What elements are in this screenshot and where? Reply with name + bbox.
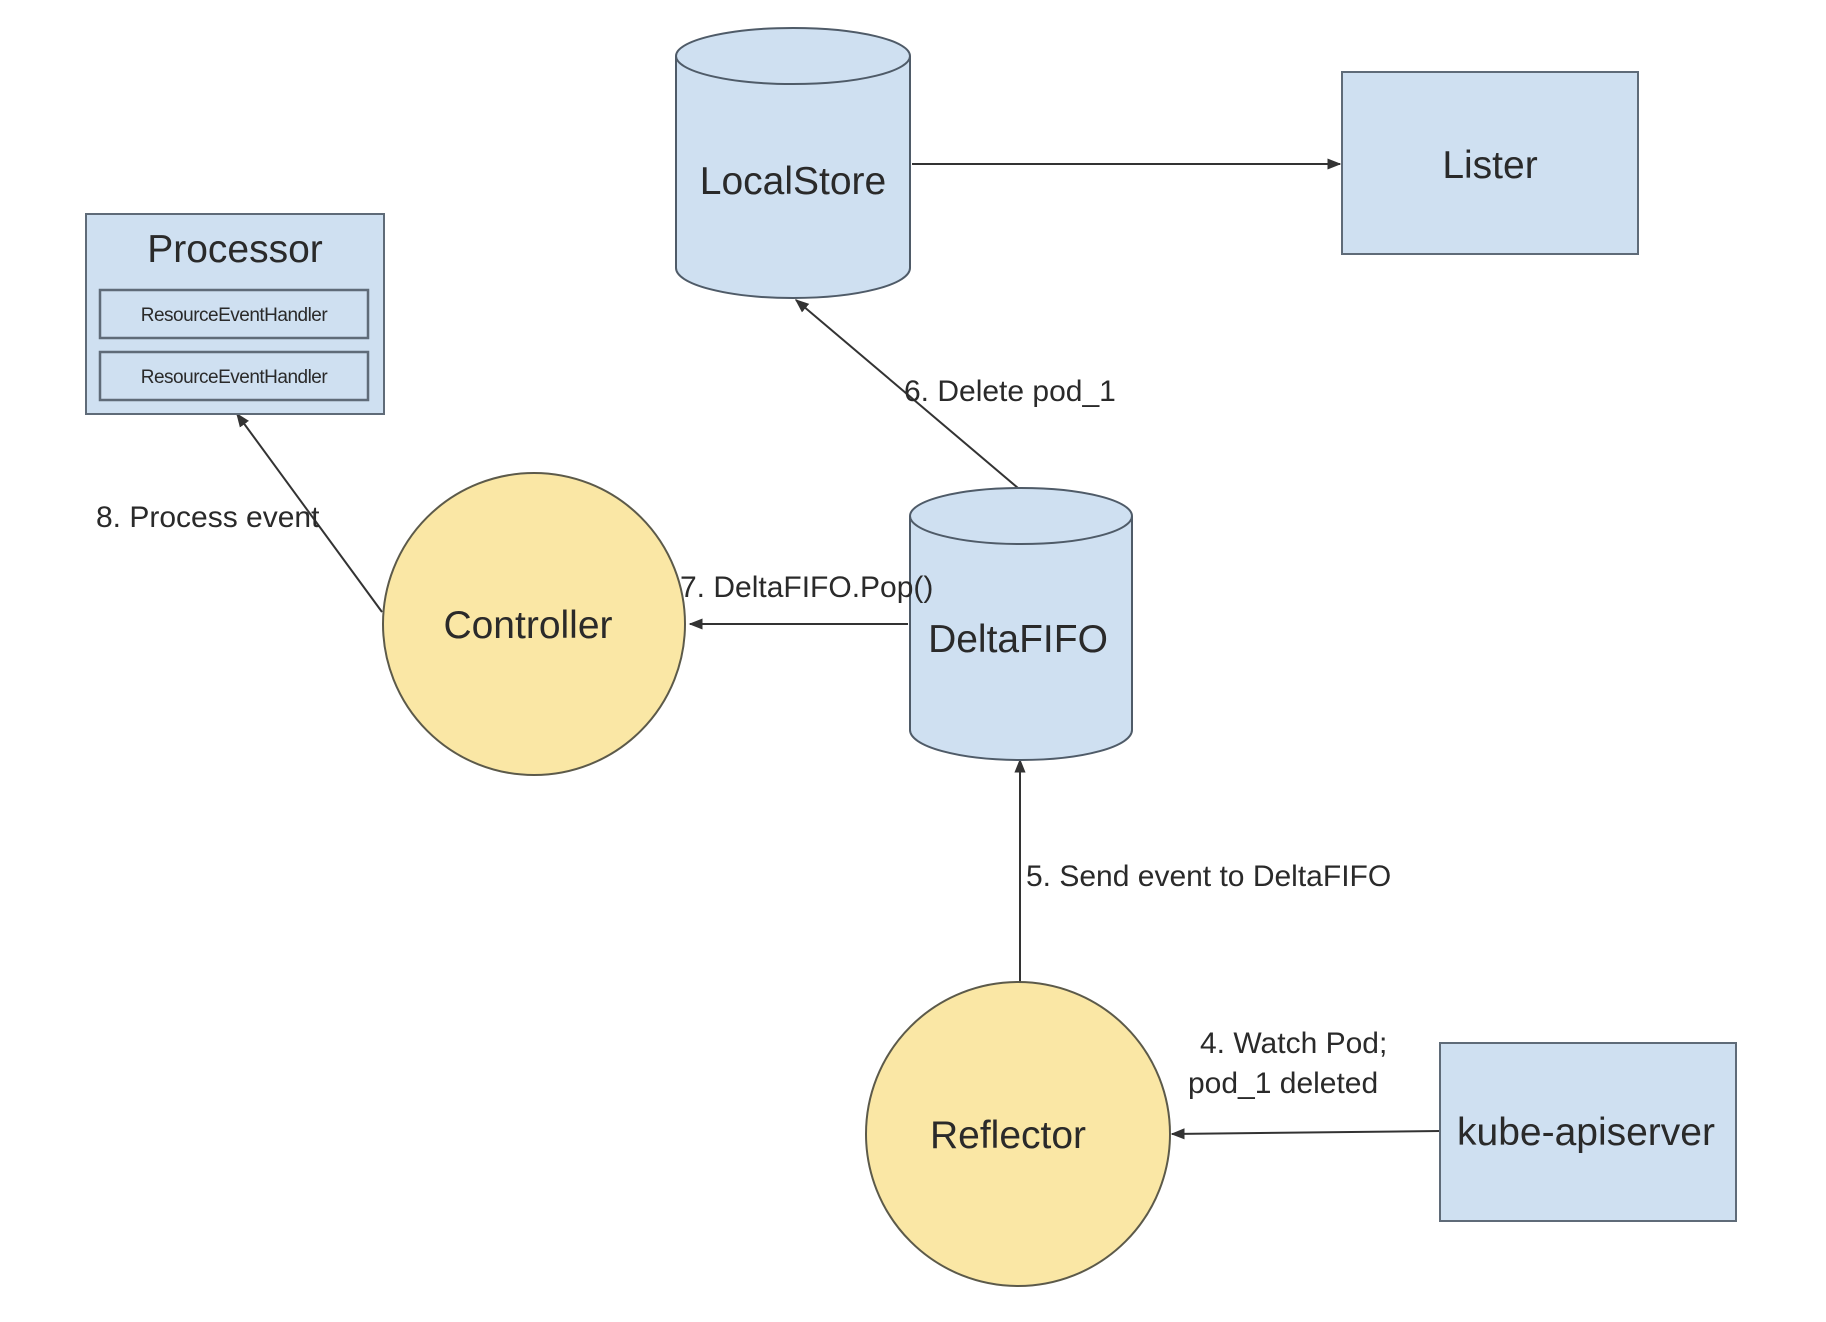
- edge-label-send-event: 5. Send event to DeltaFIFO: [1026, 860, 1391, 893]
- kube-apiserver-label: kube-apiserver: [1457, 1111, 1715, 1154]
- deltafifo-cylinder: DeltaFIFO: [909, 487, 1133, 761]
- lister-label: Lister: [1442, 144, 1537, 187]
- reflector-label: Reflector: [930, 1114, 1086, 1157]
- reflector-circle: Reflector: [865, 981, 1171, 1287]
- processor-title: Processor: [147, 228, 323, 271]
- controller-label: Controller: [443, 604, 612, 647]
- edge-apiserver-to-reflector: [1170, 1128, 1441, 1140]
- edge-controller-to-processor: [236, 412, 383, 613]
- edge-label-process-event: 8. Process event: [96, 501, 320, 534]
- resource-event-handler-2: ResourceEventHandler: [98, 350, 370, 402]
- localstore-cylinder: LocalStore: [675, 27, 911, 299]
- edge-label-watch-line2: pod_1 deleted: [1188, 1067, 1378, 1100]
- handler-2-label: ResourceEventHandler: [141, 367, 329, 388]
- localstore-label: LocalStore: [700, 160, 886, 203]
- edge-label-pop: 7. DeltaFIFO.Pop(): [680, 571, 933, 604]
- controller-circle: Controller: [382, 472, 686, 776]
- edge-deltafifo-to-localstore: [794, 299, 1019, 489]
- edge-label-delete-pod: 6. Delete pod_1: [904, 375, 1116, 408]
- kube-apiserver-box: kube-apiserver: [1439, 1042, 1737, 1222]
- lister-box: Lister: [1341, 71, 1639, 255]
- deltafifo-label: DeltaFIFO: [928, 618, 1108, 661]
- handler-1-label: ResourceEventHandler: [141, 305, 329, 326]
- resource-event-handler-1: ResourceEventHandler: [98, 288, 370, 340]
- processor-box: Processor ResourceEventHandler ResourceE…: [85, 213, 385, 415]
- edge-label-watch-line1: 4. Watch Pod;: [1200, 1027, 1387, 1060]
